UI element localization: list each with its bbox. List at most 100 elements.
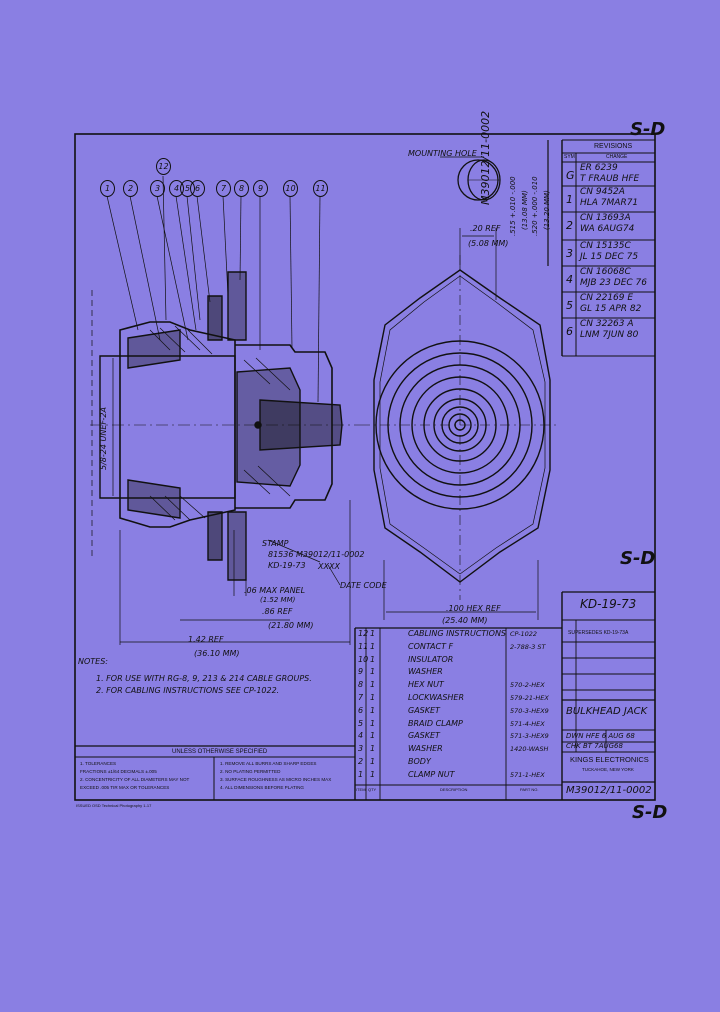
bom-description: BODY: [408, 757, 431, 766]
bom-qty: 1: [370, 718, 376, 728]
bom-qty: 1: [370, 654, 376, 664]
revision-change-line1: ER 6239: [580, 163, 618, 173]
part-balloon: 1: [100, 180, 115, 197]
tolerance-right-line: 4. ALL DIMENSIONS BEFORE PLATING: [220, 785, 304, 790]
lower-left-block: [75, 745, 355, 800]
hole-dia-dim: .520 +.000 -.010: [531, 176, 539, 236]
stamp-line2: KD-19-73: [268, 561, 306, 570]
company-city: TUCKAHOE, NEW YORK: [582, 767, 634, 772]
bom-qty: 1: [370, 693, 376, 702]
stamp-xxxx: XXXX: [318, 562, 340, 571]
tolerance-right-line: 2. NO PLATING PERMITTED: [220, 769, 281, 774]
part-balloon: 11: [313, 180, 328, 197]
part-balloon: 6: [190, 180, 205, 197]
bom-col-qty: QTY: [368, 787, 377, 792]
tolerance-right-line: 1. REMOVE ALL BURRS AND SHARP EDGES: [220, 761, 317, 766]
bom-item-number: 1: [358, 769, 364, 779]
bom-part-number: 571-4-HEX: [510, 719, 545, 728]
ref-142-dim: 1.42 REF: [188, 635, 224, 644]
stamp-line1: 81536 M39012/11-0002: [268, 550, 365, 559]
bom-part-number: 571-3-HEX9: [510, 732, 549, 741]
bom-item-number: 6: [358, 705, 364, 715]
revision-change-line2: JL 15 DEC 75: [580, 252, 639, 262]
bom-part-number: CP-1022: [510, 630, 537, 638]
tolerance-left-line: 2. CONCENTRICITY OF ALL DIAMETERS MAY NO…: [80, 777, 190, 782]
part-balloon: 8: [234, 180, 249, 197]
revision-change-line2: MJB 23 DEC 76: [580, 278, 647, 288]
bom-item-number: 11: [358, 641, 369, 651]
revision-sym: 1: [566, 193, 573, 206]
bom-qty: 1: [370, 629, 376, 638]
section-view: [90, 175, 360, 645]
revision-change-line2: GL 15 APR 82: [580, 304, 642, 314]
drawn-by: DWN HFE 6 AUG 68: [566, 732, 635, 740]
mounting-hole: [440, 156, 501, 201]
panel-mm: (1.52 MM): [260, 596, 296, 604]
hole-flat-mm: (13.08 MM): [521, 190, 529, 230]
drawing-border: [74, 133, 656, 801]
mounting-hole-label: MOUNTING HOLE: [408, 149, 477, 158]
bom-item-number: 2: [358, 757, 364, 766]
part-balloon: 12: [156, 158, 171, 175]
hex-mm: (25.40 MM): [442, 616, 488, 625]
revisions-col-sym: SYM: [564, 154, 575, 160]
bom-description: WASHER: [408, 744, 443, 754]
revision-change-line1: CN 15135C: [580, 241, 631, 251]
revision-change-line1: CN 32263 A: [580, 319, 634, 329]
bom-item-number: 9: [358, 667, 364, 677]
drawing-no-box: KD-19-73: [580, 597, 637, 611]
bom-item-number: 3: [358, 744, 364, 754]
bom-part-number: 2-788-3 ST: [510, 642, 546, 651]
note-2: 2. FOR CABLING INSTRUCTIONS SEE CP-1022.: [96, 686, 280, 695]
hole-flat-dim: .515 +.010 -.000: [509, 176, 517, 236]
revisions-col-change: CHANGE: [606, 154, 628, 160]
bom-description: WASHER: [408, 667, 443, 677]
drawing-number: M39012/11-0002: [566, 785, 652, 796]
bom-table: [354, 591, 655, 800]
revision-change-line2: T FRAUB HFE: [580, 174, 640, 184]
bom-qty: 1: [370, 667, 376, 677]
bom-description: LOCKWASHER: [408, 693, 465, 702]
bom-col-part: PART NO.: [520, 787, 539, 792]
bom-part-number: 570-2-HEX: [510, 681, 545, 690]
tolerance-footer: ISSUED OSD Technical Photography 1-17: [76, 803, 152, 808]
tolerance-header: UNLESS OTHERWISE SPECIFIED: [172, 749, 268, 755]
revision-sym: 4: [566, 273, 573, 286]
sheet-code-top: S-D: [630, 119, 666, 140]
part-balloon: 7: [216, 180, 231, 197]
ref-142-mm: (36.10 MM): [194, 649, 240, 658]
supersedes-text: SUPERSEDES KD-19-73A: [568, 630, 629, 636]
title-text: BULKHEAD JACK: [566, 706, 648, 717]
tolerance-right-line: 3. SURFACE ROUGHNESS AS MICRO INCHES MAX: [220, 777, 332, 782]
bom-description: CABLING INSTRUCTIONS: [408, 629, 507, 638]
hex-dim: .100 HEX REF: [446, 604, 501, 613]
bom-item-number: 12: [358, 629, 369, 638]
part-balloon: 3: [150, 180, 165, 197]
revision-change-line2: LNM 7JUN 80: [580, 330, 639, 340]
revisions-header: REVISIONS: [594, 143, 633, 150]
bom-part-number: 571-1-HEX: [510, 770, 545, 779]
bom-col-desc: DESCRIPTION: [440, 787, 468, 792]
bom-description: INSULATOR: [408, 654, 454, 664]
revision-change-line2: HLA 7MAR71: [580, 198, 639, 208]
end-view: [360, 228, 560, 620]
bom-col-item: ITEM: [356, 787, 366, 792]
company-name: KINGS ELECTRONICS: [570, 755, 649, 764]
tolerance-left-line: EXCEED .005 TIR MAX OR TOLERANCES: [80, 785, 170, 790]
bom-qty: 1: [370, 757, 376, 766]
part-balloon: 2: [123, 180, 138, 197]
hole-dia-mm: (13.20 MM): [543, 190, 551, 230]
tolerance-left-line: 1. TOLERANCES: [80, 761, 117, 766]
bom-description: GASKET: [408, 705, 440, 715]
tolerance-left-line: FRACTIONS ±1/64 DECIMALS ±.005: [80, 769, 157, 774]
date-code-label: DATE CODE: [340, 581, 387, 590]
bom-qty: 1: [370, 744, 376, 754]
notes-header: NOTES:: [78, 657, 108, 666]
ref-86-dim: .86 REF: [262, 607, 293, 616]
bom-part-number: 1420-WASH: [510, 745, 549, 754]
revision-change-line1: CN 9452A: [580, 187, 625, 197]
sheet-code-bottom: S-D: [632, 802, 668, 823]
bom-description: CLAMP NUT: [408, 769, 455, 779]
side-stamp: M39012/11-0002: [479, 110, 492, 205]
